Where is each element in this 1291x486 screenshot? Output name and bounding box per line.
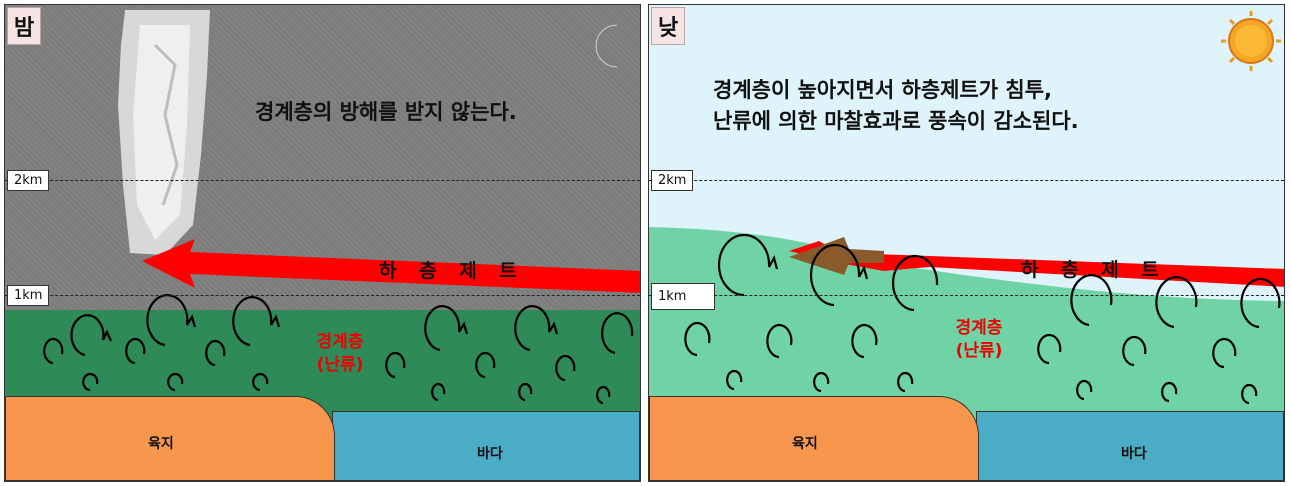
day-tag: 낮 <box>651 7 686 45</box>
night-boundary-label: 경계층 (난류) <box>300 331 380 377</box>
day-boundary-label: 경계층 (난류) <box>939 317 1019 363</box>
low-level-jet-arrow <box>789 241 1284 287</box>
day-jet-label: 하 층 제 트 <box>1021 259 1167 281</box>
altitude-label-2km: 2km <box>7 170 50 191</box>
moon-icon <box>595 24 618 68</box>
land-block <box>5 396 335 481</box>
night-panel: 2km 1km 밤 경계층의 방해를 받지 않는다. 하 층 제 트 경계층 (… <box>4 4 641 482</box>
altitude-line-1km <box>5 295 640 296</box>
boundary-label-line1: 경계층 <box>316 332 364 352</box>
land-block <box>649 396 979 481</box>
day-panel: 2km 1km 낮 경계층이 높아지면서 하층제트가 침투, 난류에 의한 마찰… <box>648 4 1285 482</box>
sun-icon <box>1221 11 1281 71</box>
low-level-jet-arrow <box>142 239 640 293</box>
night-jet-label: 하 층 제 트 <box>379 260 525 282</box>
turbulent-eddies <box>684 233 1281 405</box>
boundary-label-line2: (난류) <box>955 341 1003 361</box>
altitude-label-1km: 1km <box>651 283 716 310</box>
night-caption: 경계층의 방해를 받지 않는다. <box>255 100 517 124</box>
day-drawing <box>649 11 1284 420</box>
altitude-line-2km <box>5 180 640 181</box>
land-label: 육지 <box>792 436 818 452</box>
day-caption-line1: 경계층이 높아지면서 하층제트가 침투, <box>713 78 1053 102</box>
boundary-label-line1: 경계층 <box>955 318 1003 338</box>
night-drawing <box>43 10 640 405</box>
sea-block <box>976 411 1284 481</box>
altitude-line-1km <box>649 295 1284 296</box>
jet-arrow-head-brown <box>789 237 884 275</box>
cumulus-cloud <box>118 10 210 255</box>
sea-block <box>332 411 640 481</box>
night-tag: 밤 <box>7 7 42 45</box>
altitude-line-2km <box>649 180 1284 181</box>
day-caption: 경계층이 높아지면서 하층제트가 침투, 난류에 의한 마찰효과로 풍속이 감소… <box>713 75 1079 137</box>
boundary-label-line2: (난류) <box>316 355 364 375</box>
altitude-label-2km: 2km <box>651 170 694 191</box>
altitude-label-1km: 1km <box>7 285 50 306</box>
day-boundary-layer <box>649 227 1284 420</box>
turbulent-eddies <box>43 294 634 405</box>
day-caption-line2: 난류에 의한 마찰효과로 풍속이 감소된다. <box>713 109 1079 133</box>
land-label: 육지 <box>148 436 174 452</box>
sea-label: 바다 <box>1121 446 1147 462</box>
sea-label: 바다 <box>477 446 503 462</box>
